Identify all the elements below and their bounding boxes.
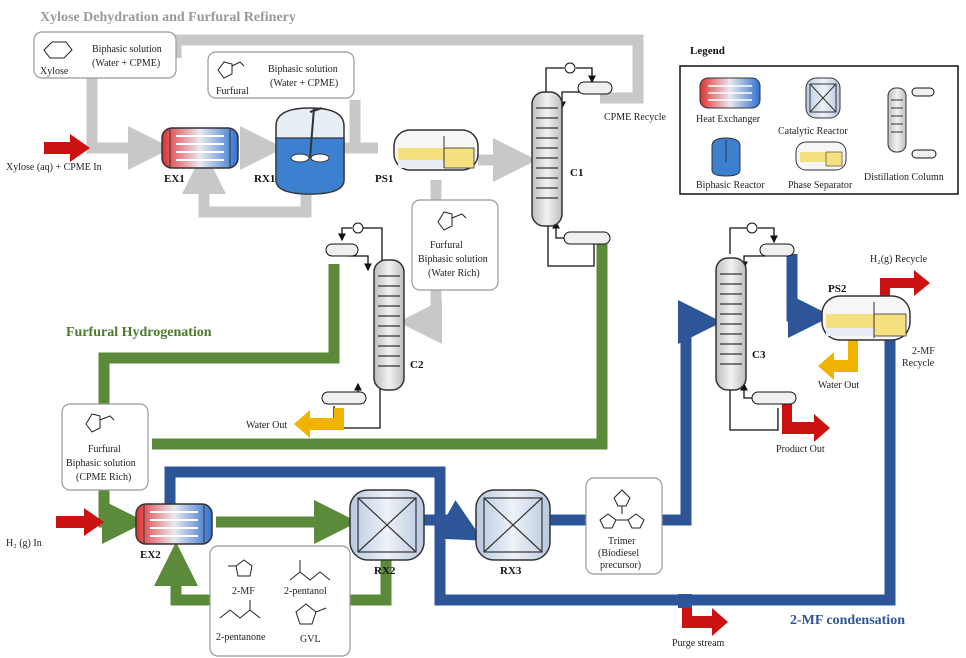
legend-catalytic-reactor-label: Catalytic Reactor — [778, 126, 848, 137]
2-pentanol-structure-icon — [289, 560, 331, 581]
gvl-structure-icon — [295, 603, 327, 625]
water-out-c2-arrow — [294, 408, 344, 438]
product-2-pentanone: 2-pentanone — [216, 632, 266, 643]
h2-in-label: H₂ (g) In — [6, 538, 42, 549]
legend-phase-separator-icon — [795, 141, 847, 171]
furfural-water-line1: Furfural — [430, 240, 463, 251]
2mf-structure-icon — [228, 559, 253, 577]
purge-label: Purge stream — [672, 638, 725, 649]
rx1-label: RX1 — [254, 173, 275, 185]
furfural-water-line2: Biphasic solution — [418, 254, 488, 265]
ps1-label: PS1 — [375, 173, 393, 185]
trimer-line2: (Biodiesel — [598, 548, 639, 559]
xylose-line2: (Water + CPME) — [92, 58, 160, 69]
xylose-name: Xylose — [40, 66, 69, 77]
rx3-label: RX3 — [500, 565, 522, 577]
furfural-water-line3: (Water Rich) — [428, 268, 480, 279]
stream-rx1-to-ps1 — [344, 100, 378, 154]
section-title-condensation: 2-MF condensation — [790, 613, 905, 628]
trimer-line3: precursor) — [600, 560, 641, 571]
water-out-ps2-arrow — [818, 340, 858, 380]
furfural-structure-icon — [437, 211, 467, 231]
catalytic-reactor-rx2[interactable] — [349, 489, 425, 561]
stream-2mf-recycle — [164, 340, 896, 606]
distillation-column-c3[interactable] — [715, 222, 797, 405]
stream-c2-top-to-furfural — [98, 264, 340, 404]
stream-xylose-to-ex1 — [86, 78, 172, 170]
purge-arrow — [682, 606, 728, 636]
cpme-recycle-label: CPME Recycle — [604, 112, 666, 123]
biphasic-reactor-rx1[interactable] — [275, 107, 345, 195]
h2-recycle-arrow — [880, 270, 930, 296]
water-out-ps2-label: Water Out — [818, 380, 859, 391]
c2-label: C2 — [410, 359, 424, 371]
stream-c1-bottom-to-furfural — [152, 244, 608, 450]
legend-heat-exchanger-icon — [699, 77, 761, 109]
legend-distillation-column-label: Distillation Column — [864, 172, 944, 183]
legend-biphasic-reactor-icon — [711, 137, 741, 177]
xylose-in-label: Xylose (aq) + CPME In — [6, 162, 102, 173]
stream-rx1-recycle — [182, 150, 312, 218]
distillation-column-c2[interactable] — [321, 222, 405, 405]
ex2-label: EX2 — [140, 549, 161, 561]
furfural-rx1-name: Furfural — [216, 86, 249, 97]
product-out-label: Product Out — [776, 444, 825, 455]
legend-phase-separator-label: Phase Separator — [788, 180, 853, 191]
legend-distillation-column-icon — [887, 87, 937, 159]
purge-valve[interactable] — [678, 594, 692, 608]
product-2mf: 2-MF — [232, 586, 255, 597]
furfural-cpme-line1: Furfural — [88, 444, 121, 455]
phase-separator-ps2[interactable] — [821, 295, 911, 341]
xylose-in-arrow — [44, 134, 90, 162]
trimer-structure-icon — [599, 489, 645, 529]
stream-c3-top-to-ps2 — [786, 254, 832, 338]
furfural-cpme-line3: (CPME Rich) — [76, 472, 131, 483]
rx2-label: RX2 — [374, 565, 396, 577]
products-box: 2-MF 2-pentanol 2-pentanone GVL — [209, 545, 351, 657]
h2-recycle-label: H₂(g) Recycle — [870, 254, 928, 265]
water-out-c2-label: Water Out — [246, 420, 287, 431]
xylose-structure-icon — [43, 41, 73, 59]
furfural-water-rich-box: Furfural Biphasic solution (Water Rich) — [411, 199, 499, 291]
catalytic-reactor-rx3[interactable] — [475, 489, 551, 561]
heat-exchanger-ex1[interactable] — [161, 127, 239, 169]
furfural-cpme-line2: Biphasic solution — [66, 458, 136, 469]
stream-rx2-to-rx3 — [423, 500, 484, 541]
furfural-cpme-rich-box: Furfural Biphasic solution (CPME Rich) — [61, 403, 149, 491]
mf-recycle-label-2: Recycle — [902, 358, 935, 369]
2-pentanone-structure-icon — [219, 600, 261, 619]
ex1-label: EX1 — [164, 173, 185, 185]
product-gvl: GVL — [300, 634, 321, 645]
product-out-arrow — [782, 402, 830, 442]
io-arrows — [44, 134, 930, 636]
product-2-pentanol: 2-pentanol — [284, 586, 327, 597]
stream-furfural-to-ex2 — [98, 490, 146, 544]
section-title-hydrogenation: Furfural Hydrogenation — [66, 325, 212, 340]
furfural-rx1-line1: Biphasic solution — [268, 64, 338, 75]
furfural-rx1-box: Furfural Biphasic solution (Water + CPME… — [207, 51, 355, 99]
legend-catalytic-reactor-icon — [805, 77, 841, 119]
section-title-refinery: Xylose Dehydration and Furfural Refinery — [40, 10, 296, 25]
legend: Legend Heat Exchanger Catalytic Reactor … — [679, 45, 959, 195]
xylose-line1: Biphasic solution — [92, 44, 162, 55]
legend-heat-exchanger-label: Heat Exchanger — [696, 114, 761, 125]
c1-label: C1 — [570, 167, 583, 179]
furfural-structure-icon — [85, 413, 115, 433]
ps2-label: PS2 — [828, 283, 847, 295]
phase-separator-ps1[interactable] — [393, 129, 479, 171]
mf-recycle-label-1: 2-MF — [912, 346, 935, 357]
trimer-line1: Trimer — [608, 536, 636, 547]
distillation-column-c1[interactable] — [531, 62, 613, 245]
c3-label: C3 — [752, 349, 766, 361]
heat-exchanger-ex2[interactable] — [135, 503, 213, 545]
h2-in-arrow — [56, 508, 104, 536]
trimer-box: Trimer (Biodiesel precursor) — [585, 477, 663, 575]
legend-title: Legend — [690, 45, 725, 57]
furfural-structure-icon — [217, 61, 245, 79]
legend-biphasic-reactor-label: Biphasic Reactor — [696, 180, 765, 191]
furfural-rx1-line2: (Water + CPME) — [270, 78, 338, 89]
xylose-box: Xylose Biphasic solution (Water + CPME) — [33, 31, 177, 79]
